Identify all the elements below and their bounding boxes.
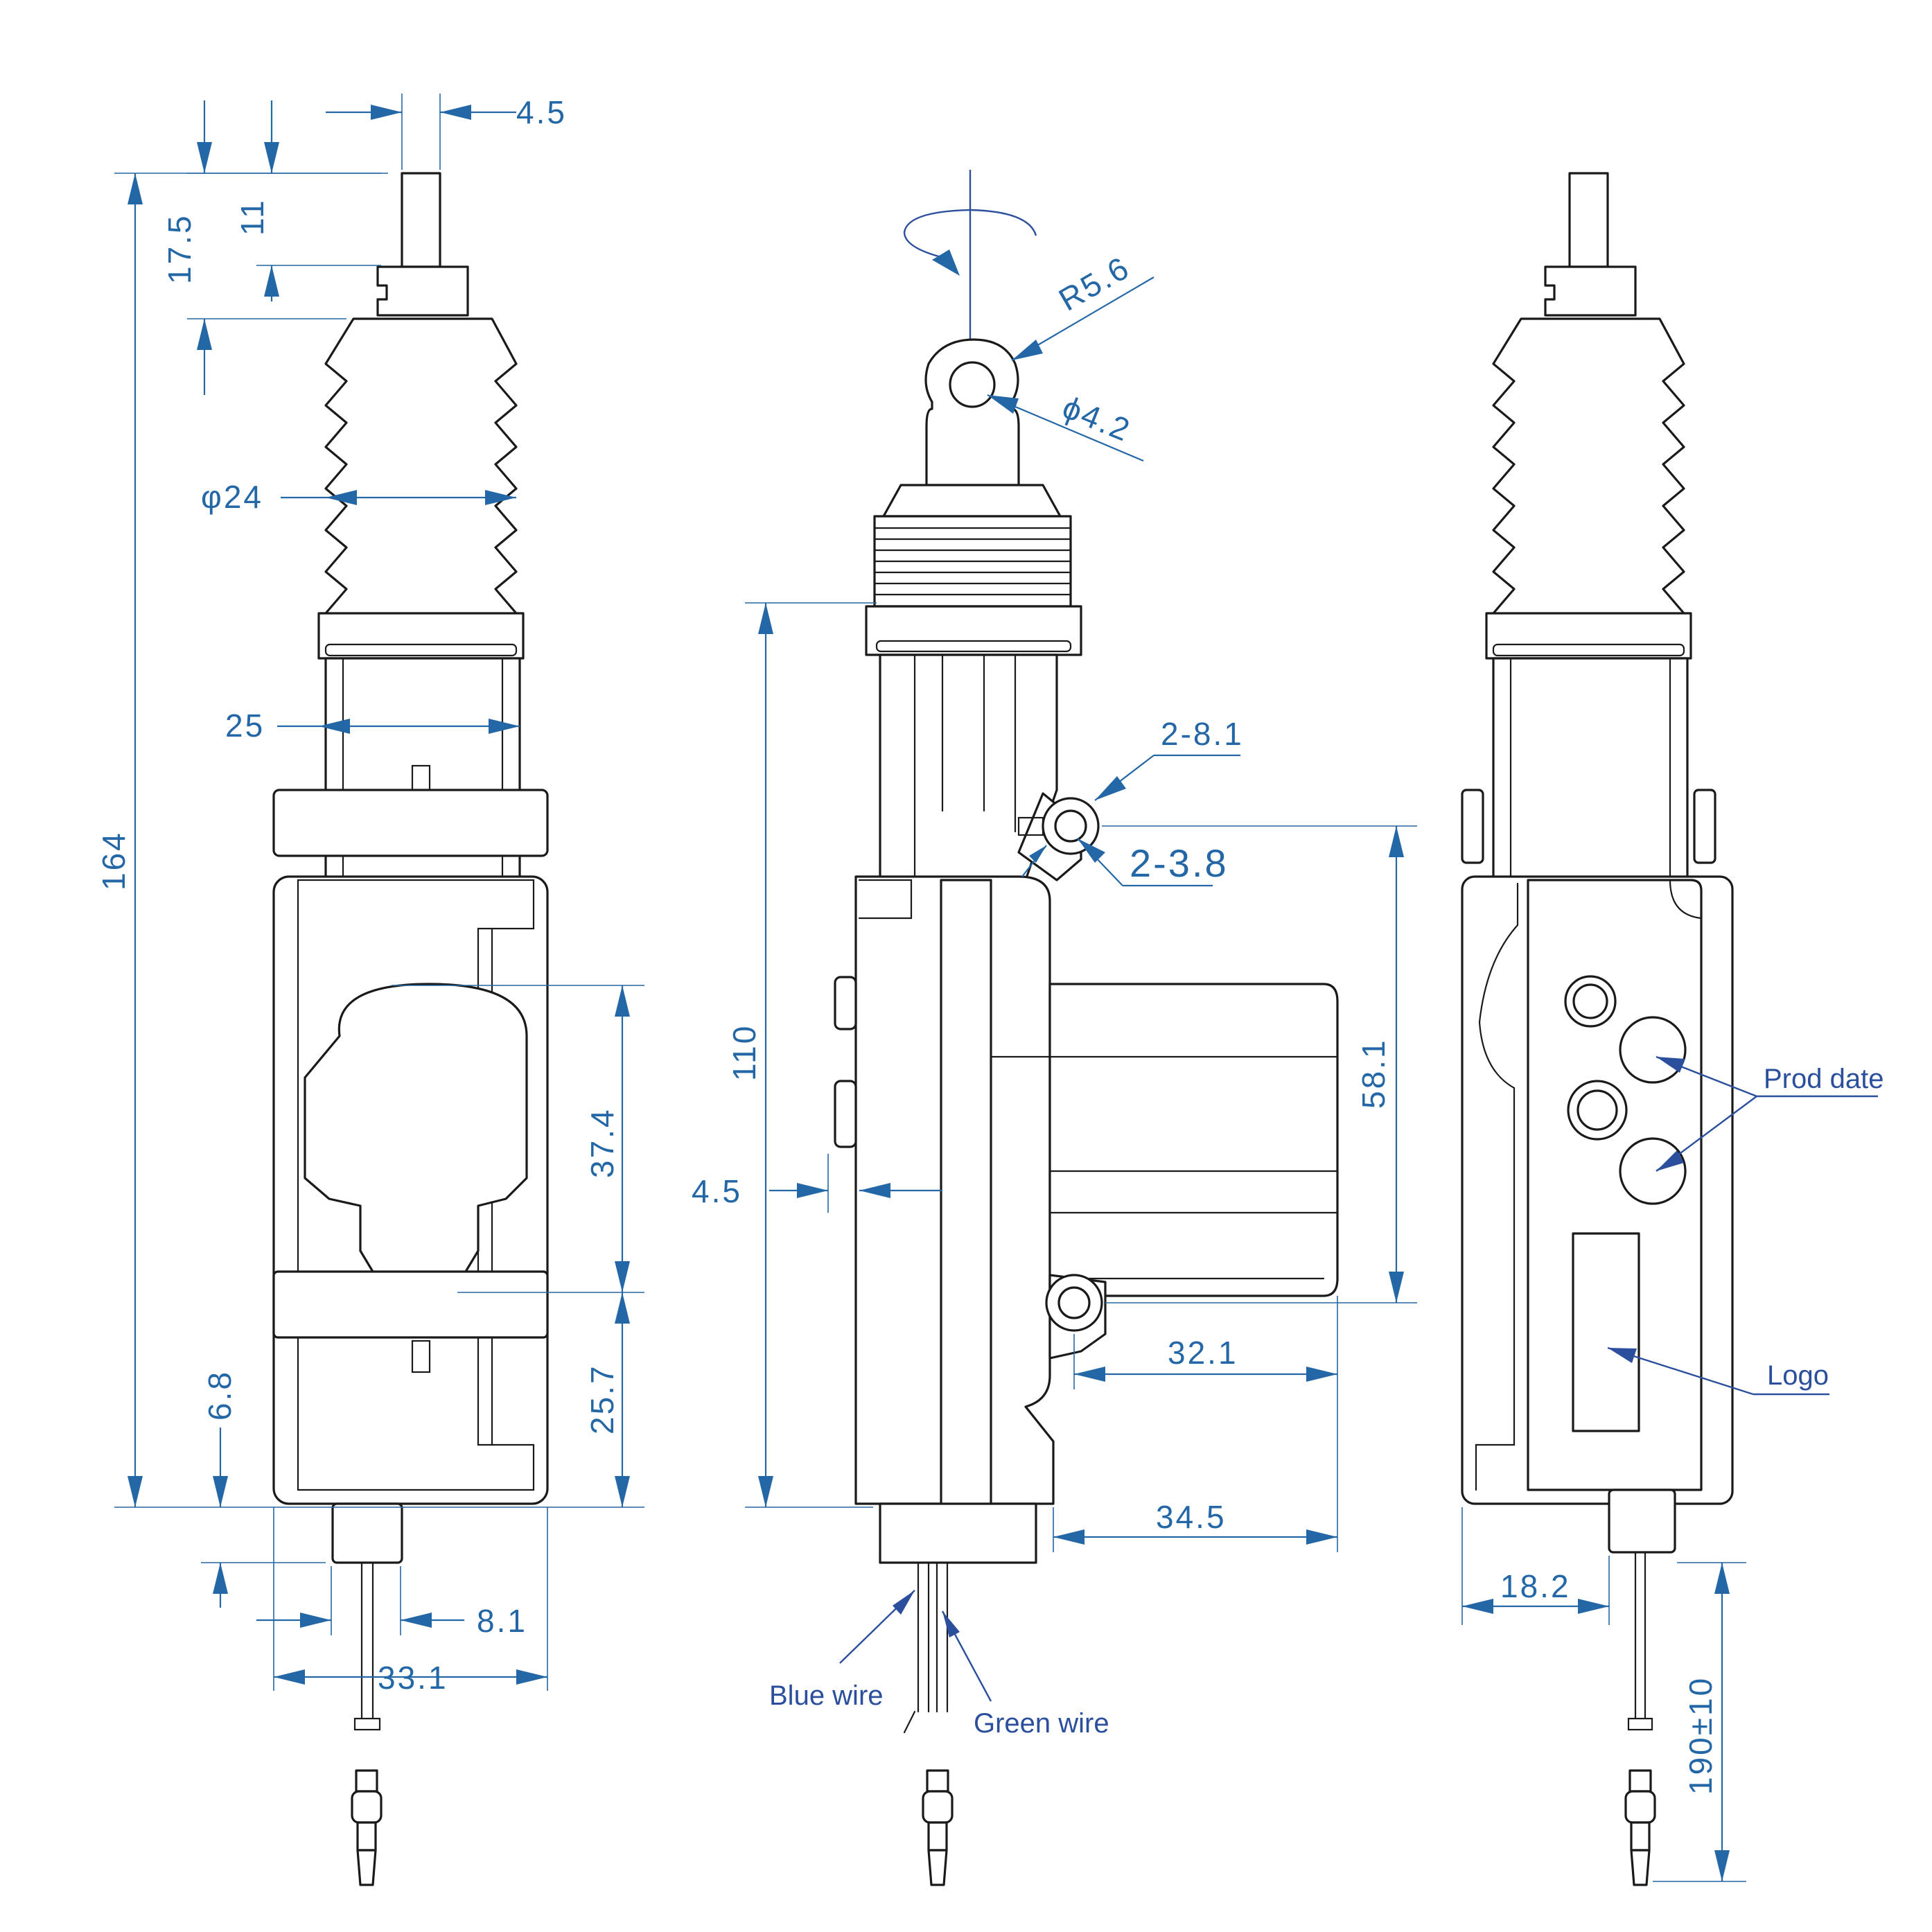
rear-prod-date-upper xyxy=(1619,1016,1687,1084)
rear-stem xyxy=(1568,172,1609,268)
front-window xyxy=(304,983,528,1287)
side-cap xyxy=(882,484,1062,518)
dim-window-height: 37.4 xyxy=(584,1107,620,1178)
rear-bellows xyxy=(1492,317,1685,632)
side-eye-hole xyxy=(949,361,996,408)
rear-prod-date-lower xyxy=(1619,1137,1687,1205)
front-view xyxy=(272,172,549,1886)
side-view xyxy=(834,170,1339,1886)
dim-side-length: 110 xyxy=(726,1024,762,1081)
side-tab-lower xyxy=(834,1080,857,1148)
dim-hole-spacing: 58.1 xyxy=(1355,1038,1391,1109)
side-collar-base xyxy=(865,605,1082,656)
dim-motor-total: 34.5 xyxy=(1156,1499,1227,1535)
front-stem-collar xyxy=(376,265,469,317)
label-prod-date: Prod date xyxy=(1764,1064,1883,1094)
front-lower-clamp xyxy=(272,1270,549,1339)
side-view-dimensions: R5.6 ϕ4.2 2-8.1 2-3.8 110 4.5 xyxy=(692,249,1417,1739)
front-bellows xyxy=(324,317,518,632)
front-upper-clamp xyxy=(272,789,549,857)
label-blue-wire: Blue wire xyxy=(769,1680,884,1711)
dim-eye-hole: ϕ4.2 xyxy=(1057,389,1136,448)
dim-overall-length: 164 xyxy=(96,831,132,890)
dim-mount-hole-inner: 2-3.8 xyxy=(1130,841,1229,885)
rear-tab-right xyxy=(1693,789,1716,864)
dim-wire-length: 190±10 xyxy=(1683,1676,1719,1795)
dim-side-thickness: 4.5 xyxy=(692,1173,742,1209)
dim-neck-width: 25 xyxy=(225,708,265,744)
dim-wire-offset: 8.1 xyxy=(477,1603,527,1639)
front-bellows-base xyxy=(317,612,525,660)
front-stem xyxy=(401,172,441,268)
rear-tab-left xyxy=(1461,789,1484,864)
front-plug xyxy=(331,1502,403,1564)
rear-connector xyxy=(1608,1488,1676,1554)
dim-bottom-offset: 6.8 xyxy=(202,1370,238,1421)
dim-top-height: 17.5 xyxy=(161,213,197,284)
dim-stem-width: 4.5 xyxy=(516,94,567,130)
rear-view-dimensions: Prod date Logo 18.2 190±10 xyxy=(1461,1055,1883,1882)
side-connector xyxy=(879,1502,1037,1564)
rear-neck xyxy=(1492,657,1689,881)
label-logo: Logo xyxy=(1767,1360,1829,1391)
dim-rear-offset: 18.2 xyxy=(1500,1568,1571,1604)
label-green-wire: Green wire xyxy=(974,1708,1109,1739)
dim-eye-radius: R5.6 xyxy=(1053,249,1136,318)
side-thread-lines xyxy=(873,527,1072,596)
rear-logo-plate xyxy=(1572,1232,1640,1432)
dim-motor-length: 32.1 xyxy=(1168,1335,1238,1371)
side-tab-upper xyxy=(834,976,857,1030)
rear-stem-collar xyxy=(1544,265,1637,317)
dim-bellows-diameter: φ24 xyxy=(201,479,263,515)
dim-mount-hole-outer: 2-8.1 xyxy=(1161,716,1244,752)
dim-lower-height: 25.7 xyxy=(584,1364,620,1434)
side-slider xyxy=(940,879,992,1509)
front-view-dimensions: 4.5 11 17.5 φ24 25 164 xyxy=(96,94,644,1696)
rotation-arrow-icon xyxy=(903,209,1037,261)
rear-view xyxy=(1461,172,1734,1886)
side-motor xyxy=(1048,983,1339,1297)
rear-bellows-base xyxy=(1485,612,1692,660)
front-base-ring xyxy=(324,643,518,657)
dim-stem-height: 11 xyxy=(234,198,270,236)
dim-body-width: 33.1 xyxy=(378,1660,448,1696)
